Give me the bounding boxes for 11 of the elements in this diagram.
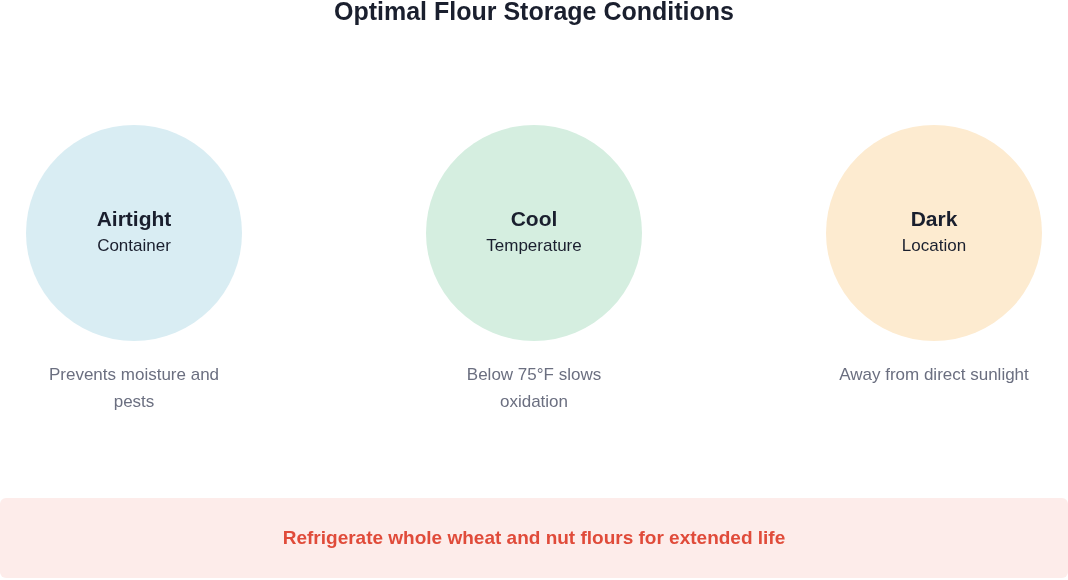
circle-text: Container — [97, 235, 171, 257]
circle-text: Location — [901, 235, 967, 257]
circle-text: Temperature — [486, 235, 582, 257]
note-text: Refrigerate whole wheat and nut flours for extended life — [282, 527, 786, 549]
circle-heading: Cool — [510, 206, 558, 232]
caption-text: Prevents moisture and pests — [47, 364, 221, 413]
title: Optimal Flour Storage Conditions — [333, 0, 735, 26]
circle-heading: Dark — [910, 206, 958, 232]
circle-heading: Airtight — [96, 206, 172, 232]
caption-text: Away from direct sunlight — [838, 364, 1030, 386]
caption-text: Below 75°F slows oxidation — [465, 364, 603, 413]
